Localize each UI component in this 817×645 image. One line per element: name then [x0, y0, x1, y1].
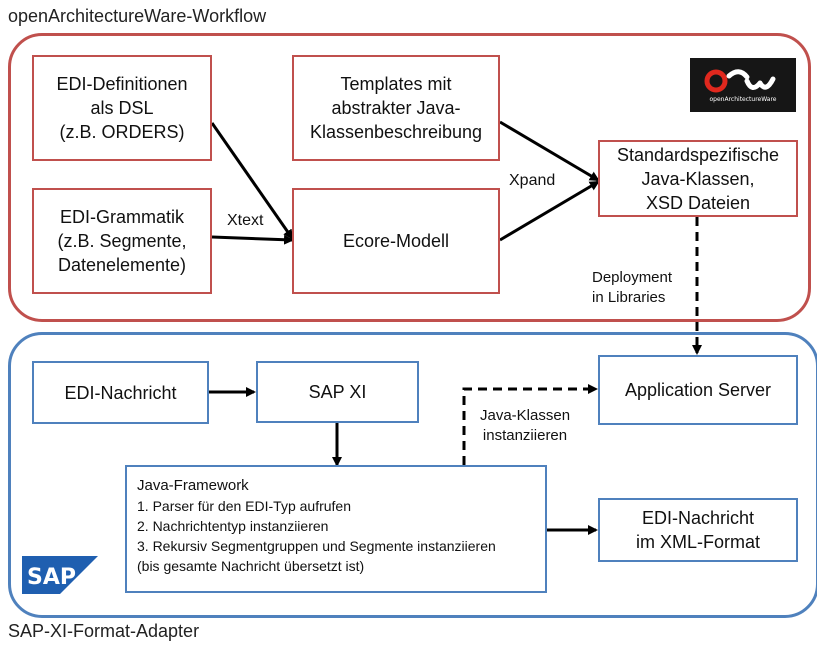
edi-xml-box: EDI-Nachricht im XML-Format — [598, 498, 798, 562]
label-java-instantiate: Java-Klassen instanziieren — [480, 407, 571, 444]
standard-classes-box: Standardspezifische Java-Klassen, XSD Da… — [598, 140, 798, 217]
label-xtext: Xtext — [227, 212, 264, 229]
framework-step: 1. Parser für den EDI-Typ aufrufen — [137, 498, 351, 514]
templates-box: Templates mit abstrakter Java- Klassenbe… — [292, 55, 500, 161]
sap-xi-box: SAP XI — [256, 361, 419, 423]
arrow-templates-to-classes — [499, 120, 600, 182]
framework-step: (bis gesamte Nachricht übersetzt ist) — [137, 558, 365, 574]
label-deployment: Deployment in Libraries — [592, 269, 673, 306]
edi-definitions-box: EDI-Definitionen als DSL (z.B. ORDERS) — [32, 55, 212, 161]
sap-logo-text: SAP — [27, 565, 76, 590]
java-framework-box: Java-Framework 1. Parser für den EDI-Typ… — [125, 465, 547, 593]
arrow-framework-to-appserver — [462, 384, 598, 465]
arrow-def-to-ecore — [210, 122, 294, 240]
edi-message-box: EDI-Nachricht — [32, 361, 209, 424]
edi-grammar-box: EDI-Grammatik (z.B. Segmente, Dateneleme… — [32, 188, 212, 294]
java-framework-steps: 1. Parser für den EDI-Typ aufrufen 2. Na… — [137, 496, 537, 576]
bottom-frame-label: SAP-XI-Format-Adapter — [8, 621, 200, 641]
oaw-workflow-region — [8, 33, 811, 322]
framework-step: 3. Rekursiv Segmentgruppen und Segmente … — [137, 538, 496, 554]
label-xpand: Xpand — [509, 172, 556, 189]
sap-logo: SAP — [22, 556, 98, 594]
ecore-model-box: Ecore-Modell — [292, 188, 500, 294]
oaw-logo-icon — [704, 69, 776, 93]
java-framework-title: Java-Framework — [137, 477, 249, 494]
oaw-logo: openArchitectureWare — [690, 58, 796, 112]
top-frame-label: openArchitectureWare-Workflow — [8, 6, 267, 26]
arrow-ecore-to-classes — [499, 180, 600, 242]
oaw-logo-text: openArchitectureWare — [709, 96, 777, 103]
framework-step: 2. Nachrichtentyp instanziieren — [137, 518, 329, 534]
application-server-box: Application Server — [598, 355, 798, 425]
arrow-grammar-to-ecore — [211, 234, 294, 245]
